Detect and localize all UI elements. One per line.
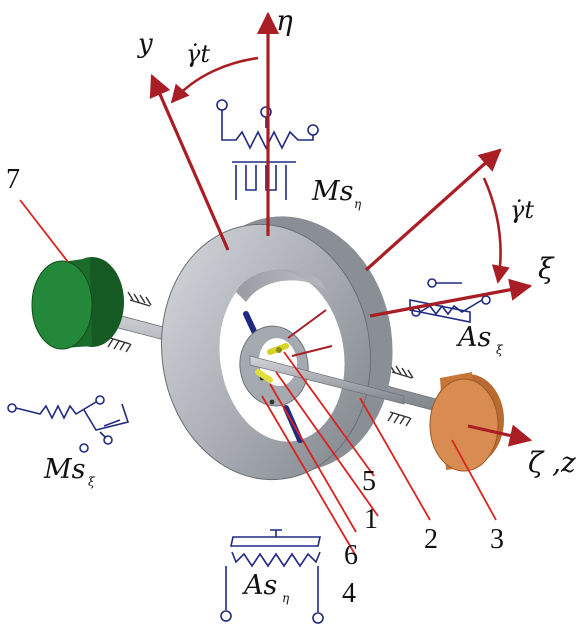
eta-label: η [276, 4, 293, 37]
orange-load-disk [429, 372, 504, 472]
callout-4: 4 [342, 578, 356, 609]
zeta-z-label: ζ ,z [528, 446, 576, 479]
xi-label: ξ [538, 252, 555, 285]
ms-xi-label: Ms ξ [43, 454, 96, 489]
sensor-ms-eta-schematic [216, 99, 319, 200]
callout-7: 7 [6, 164, 20, 195]
leader-lines [19, 199, 497, 557]
tilted-xi-arrow [364, 148, 502, 272]
svg-text:As: As [241, 570, 277, 601]
callout-5: 5 [362, 466, 376, 497]
svg-text:As: As [455, 322, 491, 353]
y-axis-arrow [149, 73, 230, 251]
xi-axis-arrow [369, 278, 533, 318]
green-flywheel-disk [31, 257, 124, 350]
svg-text:ξ: ξ [88, 475, 96, 489]
inner-shaft [249, 355, 405, 405]
sensor-as-eta-schematic [220, 529, 324, 624]
rate-label-right: γ̇t [510, 196, 534, 224]
rate-arc-top [170, 56, 259, 104]
sensor-ms-xi-schematic [7, 395, 130, 453]
rate-arc-right [482, 177, 510, 284]
sensor-as-xi-schematic [409, 278, 491, 323]
ms-eta-label: Ms η [311, 176, 362, 211]
callout-3: 3 [490, 524, 504, 555]
y-label: y [137, 29, 153, 59]
svg-text:Ms: Ms [43, 454, 86, 485]
svg-text:ξ: ξ [496, 343, 504, 357]
callout-6: 6 [344, 540, 358, 571]
as-eta-label: As η [241, 570, 290, 605]
svg-text:η: η [354, 197, 362, 211]
zeta-axis-arrow [467, 424, 533, 447]
callout-2: 2 [424, 524, 438, 555]
svg-text:η: η [282, 591, 290, 605]
axes-group [149, 11, 533, 447]
svg-text:Ms: Ms [311, 176, 354, 207]
as-xi-label: As ξ [455, 322, 504, 357]
callout-1: 1 [364, 504, 378, 535]
rate-label-top: γ̇t [186, 40, 210, 68]
